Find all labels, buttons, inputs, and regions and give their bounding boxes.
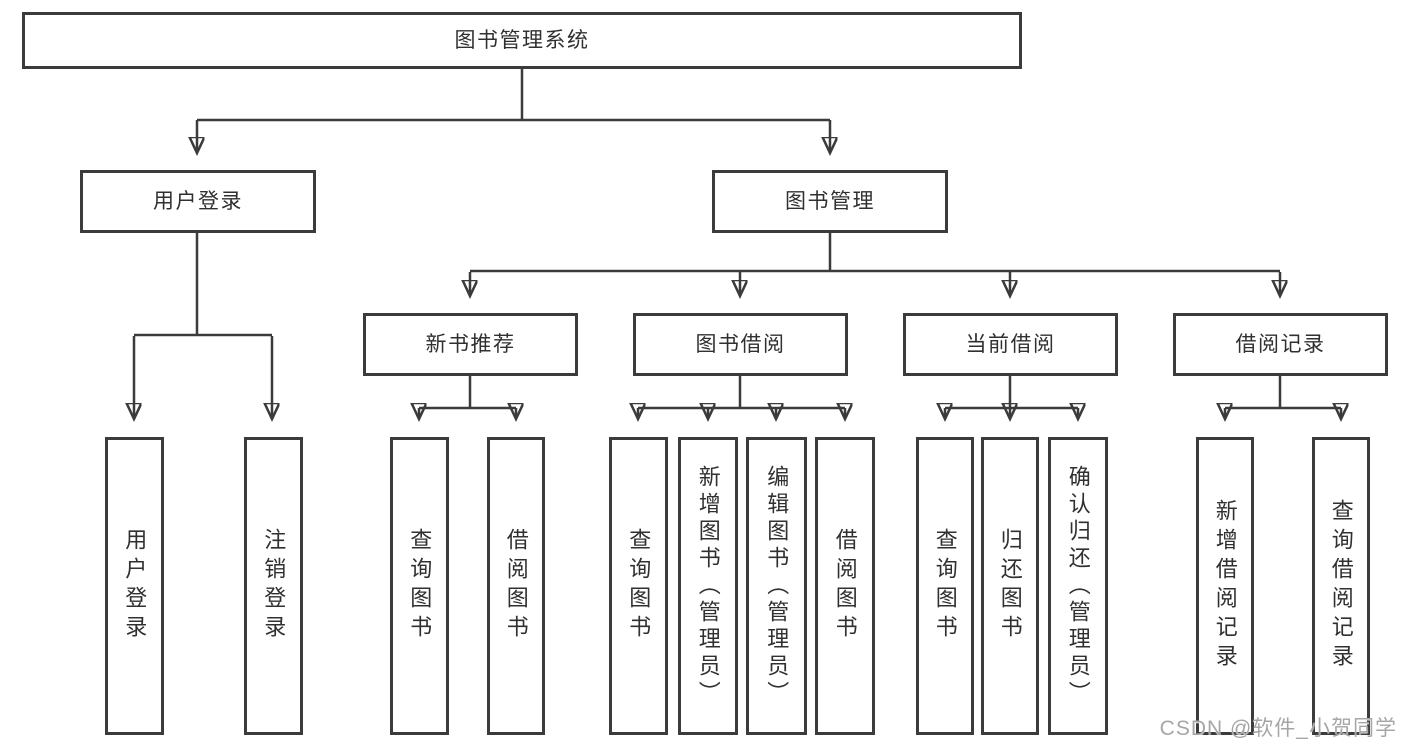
node-book-borrowing: 图书借阅 bbox=[633, 313, 848, 376]
node-label: 查询借阅记录 bbox=[1328, 499, 1354, 673]
node-label: 归还图书 bbox=[997, 528, 1023, 644]
leaf-query-books-current: 查询图书 bbox=[916, 437, 974, 735]
leaf-add-books-admin: 新增图书（管理员） bbox=[678, 437, 738, 735]
node-label: 新增图书（管理员） bbox=[695, 464, 721, 708]
node-label: 借阅图书 bbox=[832, 528, 858, 644]
arrowheads bbox=[134, 120, 1341, 418]
node-label: 查询图书 bbox=[407, 528, 433, 644]
node-label: 借阅图书 bbox=[503, 528, 529, 644]
node-user-login: 用户登录 bbox=[80, 170, 316, 233]
node-book-management-system: 图书管理系统 bbox=[22, 12, 1022, 69]
leaf-query-borrow-record: 查询借阅记录 bbox=[1312, 437, 1370, 735]
node-label: 编辑图书（管理员） bbox=[764, 464, 790, 708]
leaf-return-books: 归还图书 bbox=[981, 437, 1039, 735]
node-label: 图书管理系统 bbox=[454, 29, 590, 52]
node-label: 新增借阅记录 bbox=[1212, 499, 1238, 673]
node-label: 确认归还（管理员） bbox=[1065, 464, 1091, 708]
node-label: 新书推荐 bbox=[425, 333, 516, 356]
leaf-logout: 注销登录 bbox=[244, 437, 303, 735]
node-label: 查询图书 bbox=[626, 528, 652, 644]
leaf-query-books-borrow: 查询图书 bbox=[609, 437, 668, 735]
node-label: 用户登录 bbox=[153, 190, 243, 213]
node-label: 图书借阅 bbox=[695, 333, 786, 356]
leaf-borrow-books-recommend: 借阅图书 bbox=[487, 437, 545, 735]
leaf-edit-books-admin: 编辑图书（管理员） bbox=[746, 437, 807, 735]
node-label: 查询图书 bbox=[932, 528, 958, 644]
leaf-query-books-recommend: 查询图书 bbox=[390, 437, 449, 735]
node-label: 借阅记录 bbox=[1235, 333, 1326, 356]
leaf-borrow-books: 借阅图书 bbox=[815, 437, 875, 735]
node-label: 用户登录 bbox=[122, 528, 148, 644]
node-book-management: 图书管理 bbox=[712, 170, 948, 233]
node-label: 当前借阅 bbox=[965, 333, 1056, 356]
node-new-book-recommendation: 新书推荐 bbox=[363, 313, 578, 376]
node-borrowing-records: 借阅记录 bbox=[1173, 313, 1388, 376]
leaf-confirm-return-admin: 确认归还（管理员） bbox=[1048, 437, 1108, 735]
csdn-watermark: CSDN @软件_小贺同学 bbox=[1159, 717, 1397, 740]
node-label: 注销登录 bbox=[261, 528, 287, 644]
node-label: 图书管理 bbox=[785, 190, 875, 213]
leaf-user-login: 用户登录 bbox=[105, 437, 164, 735]
leaf-add-borrow-record: 新增借阅记录 bbox=[1196, 437, 1254, 735]
node-current-borrowing: 当前借阅 bbox=[903, 313, 1118, 376]
